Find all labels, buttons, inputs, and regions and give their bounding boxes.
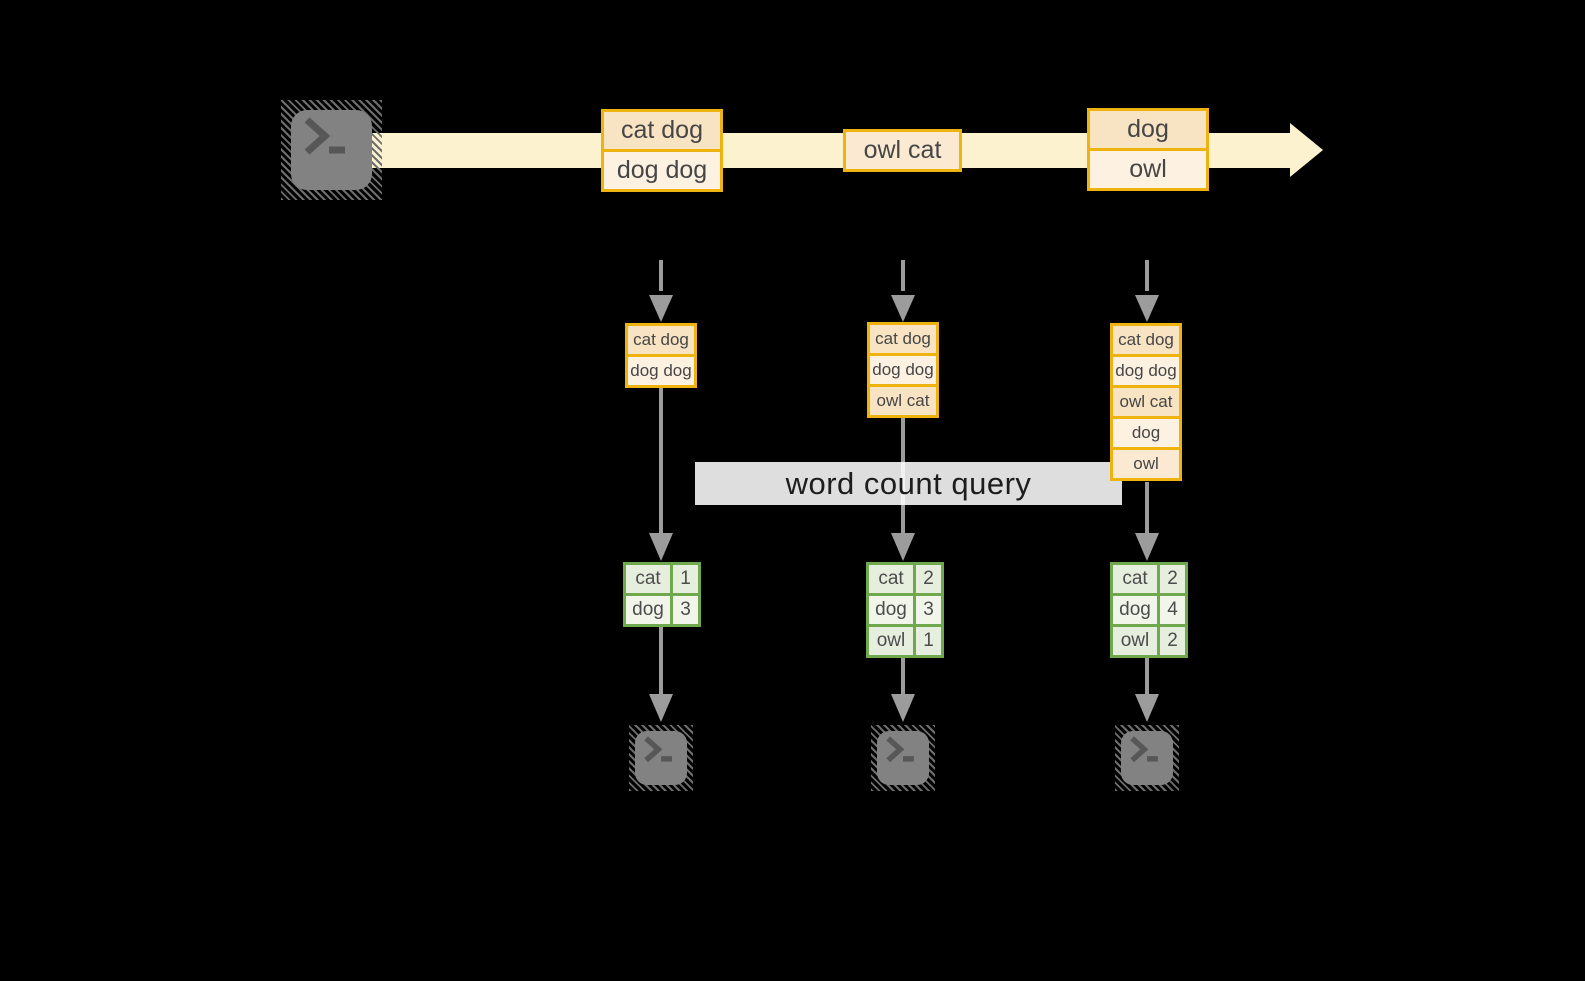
result-word-cell: dog	[869, 596, 913, 624]
trigger-arrow-head-icon	[891, 295, 915, 322]
sink-terminal-icon	[629, 725, 693, 791]
result-table-1: cat 1 dog 3	[623, 562, 701, 627]
result-count-cell: 1	[673, 565, 698, 593]
input-record: cat dog	[870, 325, 936, 353]
output-arrow-line	[659, 627, 663, 695]
query-arrow-line	[1145, 482, 1149, 534]
input-table-1: cat dog dog dog	[625, 323, 697, 388]
query-arrow-head-icon	[891, 533, 915, 561]
query-arrow-line	[659, 386, 663, 534]
input-record: owl cat	[870, 387, 936, 415]
trigger-arrow-head-icon	[649, 295, 673, 322]
sink-terminal-icon	[1115, 725, 1179, 791]
input-table-3: cat dog dog dog owl cat dog owl	[1110, 323, 1182, 481]
source-terminal-icon	[281, 100, 382, 200]
stream-batch-2: owl cat	[843, 129, 962, 172]
result-count-cell: 2	[1160, 627, 1185, 655]
trigger-arrow-dash	[1145, 260, 1149, 291]
result-table-3: cat 2 dog 4 owl 2	[1110, 562, 1188, 658]
result-count-cell: 2	[1160, 565, 1185, 593]
result-word-cell: dog	[1113, 596, 1157, 624]
result-word-cell: cat	[626, 565, 670, 593]
query-arrow-head-icon	[1135, 533, 1159, 561]
trigger-arrow-head-icon	[1135, 295, 1159, 322]
input-table-2: cat dog dog dog owl cat	[867, 322, 939, 418]
query-arrow-head-icon	[649, 533, 673, 561]
result-count-cell: 4	[1160, 596, 1185, 624]
terminal-prompt-icon	[1130, 736, 1158, 763]
input-record: dog dog	[628, 357, 694, 385]
result-word-cell: owl	[1113, 627, 1157, 655]
stream-record: dog dog	[604, 152, 720, 189]
stream-record: dog	[1090, 111, 1206, 148]
sink-terminal-icon	[871, 725, 935, 791]
result-table-2: cat 2 dog 3 owl 1	[866, 562, 944, 658]
result-word-cell: cat	[1113, 565, 1157, 593]
result-word-cell: dog	[626, 596, 670, 624]
input-record: dog dog	[870, 356, 936, 384]
input-record: dog	[1113, 419, 1179, 447]
output-arrow-head-icon	[891, 694, 915, 722]
terminal-prompt-icon	[644, 736, 672, 763]
output-arrow-line	[901, 658, 905, 695]
stream-record: owl	[1090, 151, 1206, 188]
query-banner: word count query	[695, 462, 1122, 505]
trigger-arrow-dash	[901, 260, 905, 291]
result-count-cell: 2	[916, 565, 941, 593]
result-word-cell: cat	[869, 565, 913, 593]
stream-batch-1: cat dog dog dog	[601, 109, 723, 192]
input-record: owl cat	[1113, 388, 1179, 416]
stream-arrowhead-icon	[1290, 123, 1323, 177]
result-count-cell: 3	[916, 596, 941, 624]
result-count-cell: 1	[916, 627, 941, 655]
terminal-prompt-icon	[886, 736, 914, 763]
stream-record: owl cat	[846, 132, 959, 169]
result-word-cell: owl	[869, 627, 913, 655]
output-arrow-head-icon	[649, 694, 673, 722]
stream-batch-3: dog owl	[1087, 108, 1209, 191]
input-record: owl	[1113, 450, 1179, 478]
output-arrow-line	[1145, 658, 1149, 695]
terminal-prompt-icon	[304, 117, 345, 155]
trigger-arrow-dash	[659, 260, 663, 291]
output-arrow-head-icon	[1135, 694, 1159, 722]
input-record: cat dog	[1113, 326, 1179, 354]
result-count-cell: 3	[673, 596, 698, 624]
input-record: cat dog	[628, 326, 694, 354]
query-banner-label: word count query	[785, 465, 1032, 501]
stream-record: cat dog	[604, 112, 720, 149]
input-record: dog dog	[1113, 357, 1179, 385]
